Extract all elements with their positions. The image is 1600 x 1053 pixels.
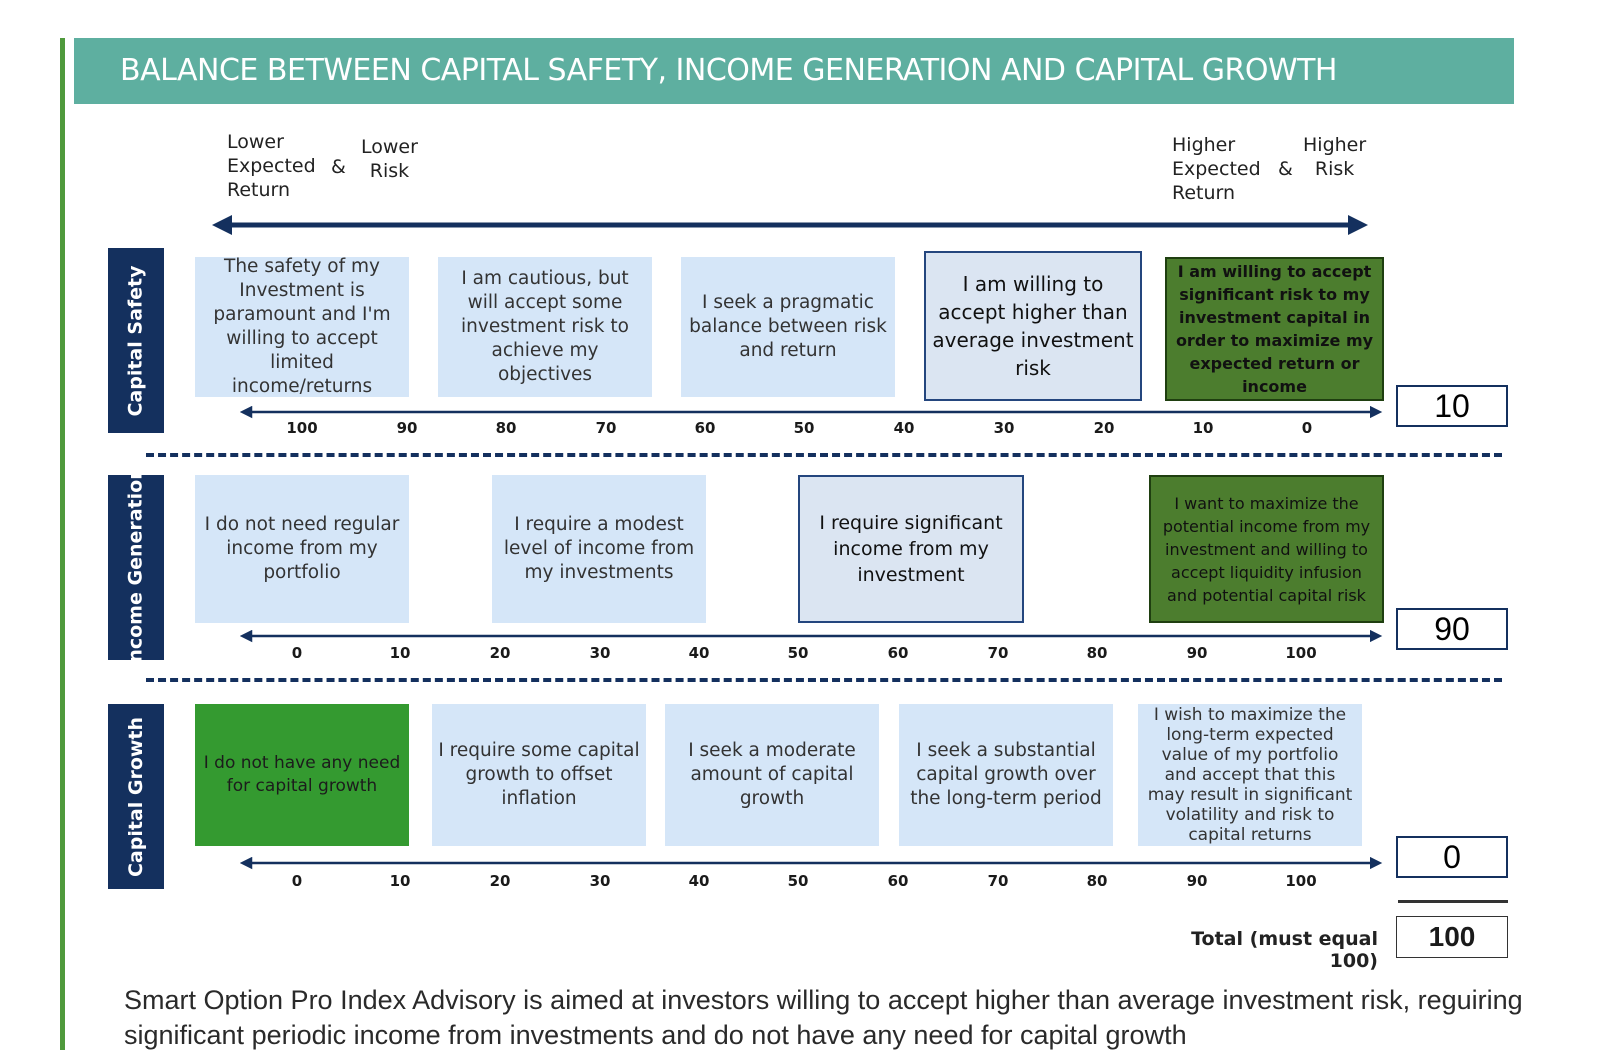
tick-label: 20 [1093,419,1115,437]
tick-label: 70 [595,419,617,437]
tick-label: 40 [688,644,710,662]
page-title: BALANCE BETWEEN CAPITAL SAFETY, INCOME G… [74,38,1514,104]
capital-safety-option-5-selected[interactable]: I am willing to accept significant risk … [1165,257,1384,401]
tick-label: 60 [887,644,909,662]
lower-return-label: Lower Expected Return [227,131,316,201]
left-accent-bar [60,38,65,1050]
tick-label: 50 [793,419,815,437]
tick-label: 10 [389,872,411,890]
higher-return-label: Higher Expected Return [1172,134,1261,204]
tick-label: 50 [787,644,809,662]
tick-label: 100 [286,419,318,437]
lower-amp: & [331,156,346,178]
tick-label: 70 [987,872,1009,890]
income-generation-score-field[interactable]: 90 [1396,608,1508,650]
income-generation-option-1[interactable]: I do not need regular income from my por… [195,475,409,623]
tick-label: 0 [1301,419,1313,437]
tick-label: 80 [495,419,517,437]
tick-label: 30 [993,419,1015,437]
footer-note: Smart Option Pro Index Advisory is aimed… [124,985,1523,1050]
total-separator [1398,900,1508,903]
capital-growth-option-5[interactable]: I wish to maximize the long-term expecte… [1138,704,1362,846]
tick-label: 0 [291,644,303,662]
income-generation-option-3[interactable]: I require significant income from my inv… [798,475,1024,623]
capital-growth-score-field[interactable]: 0 [1396,836,1508,878]
tick-label: 50 [787,872,809,890]
capital-safety-option-1[interactable]: The safety of my Investment is paramount… [195,256,409,397]
tick-label: 100 [1285,872,1317,890]
total-value-field: 100 [1396,916,1508,958]
capital-safety-option-4[interactable]: I am willing to accept higher than avera… [924,251,1142,401]
section-label-capital-safety: Capital Safety [108,248,164,433]
tick-label: 60 [887,872,909,890]
higher-risk-label: Higher Risk [1303,134,1367,180]
capital-growth-option-2[interactable]: I require some capital growth to offset … [432,704,646,846]
tick-label: 40 [893,419,915,437]
capital-growth-option-3[interactable]: I seek a moderate amount of capital grow… [665,704,879,846]
tick-label: 70 [987,644,1009,662]
total-label: Total (must equal 100) [1191,928,1378,972]
lower-risk-label: Lower Risk [361,136,418,182]
tick-label: 10 [389,644,411,662]
tick-label: 20 [489,644,511,662]
tick-label: 90 [396,419,418,437]
tick-label: 80 [1086,644,1108,662]
capital-safety-score-field[interactable]: 10 [1396,385,1508,427]
section-divider [146,453,1502,457]
tick-label: 60 [694,419,716,437]
section-label-income-generation: Income Generation [108,466,164,669]
tick-label: 90 [1186,872,1208,890]
section-label-capital-growth: Capital Growth [108,704,164,889]
tick-label: 40 [688,872,710,890]
income-generation-option-2[interactable]: I require a modest level of income from … [492,475,706,623]
capital-growth-option-1-selected[interactable]: I do not have any need for capital growt… [195,704,409,846]
tick-label: 10 [1192,419,1214,437]
tick-label: 100 [1285,644,1317,662]
capital-growth-option-4[interactable]: I seek a substantial capital growth over… [899,704,1113,846]
tick-label: 30 [589,644,611,662]
tick-label: 20 [489,872,511,890]
tick-label: 90 [1186,644,1208,662]
capital-safety-option-2[interactable]: I am cautious, but will accept some inve… [438,257,652,397]
income-generation-option-4-selected[interactable]: I want to maximize the potential income … [1149,475,1384,623]
capital-safety-option-3[interactable]: I seek a pragmatic balance between risk … [681,257,895,397]
tick-label: 80 [1086,872,1108,890]
higher-amp: & [1278,158,1293,180]
tick-label: 0 [291,872,303,890]
section-divider [146,678,1502,682]
tick-label: 30 [589,872,611,890]
